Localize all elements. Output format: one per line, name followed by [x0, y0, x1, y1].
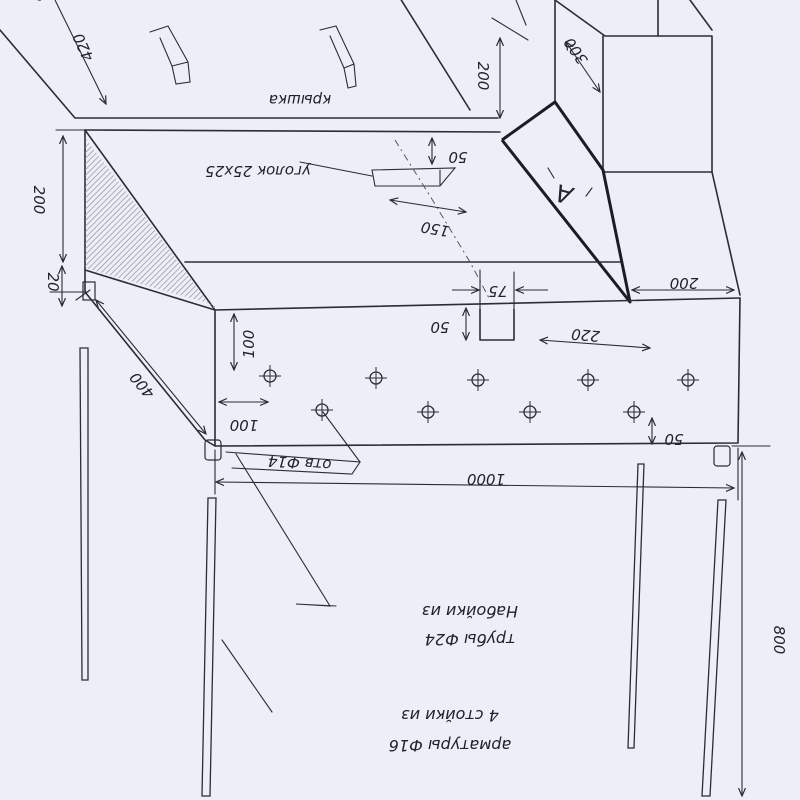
dim-box-height: 200 — [30, 129, 86, 262]
dim-slot-depth: 50 — [430, 308, 466, 340]
dim-length-label: 1000 — [467, 470, 505, 488]
dim-hole-row-gap: 50 — [652, 418, 684, 448]
leg-back-left — [79, 281, 96, 681]
caps-note: Набойки из трубы Ф24 — [422, 602, 518, 649]
caps-label-line2: трубы Ф24 — [425, 630, 516, 649]
legs-note: 4 стойки из арматуры Ф16 — [389, 706, 512, 755]
dim-lower-offset: 20 — [44, 266, 89, 306]
hole-note: отв Ф14 — [225, 411, 361, 475]
angle-note: уголок 25x25 — [205, 161, 373, 180]
chimney — [554, 0, 741, 296]
lid-handle-right — [319, 25, 357, 89]
hole-mark — [623, 401, 645, 423]
hole-mark — [467, 369, 489, 391]
legs — [79, 281, 731, 797]
view-a-label: A — [552, 178, 577, 210]
leg-front-right — [701, 445, 731, 797]
angle-label: уголок 25x25 — [205, 162, 312, 180]
hole-mark — [259, 365, 281, 387]
dim-lid-width: 420 — [54, 0, 106, 104]
cap-back-left — [82, 281, 96, 301]
dim-angle-offset-label: 50 — [448, 148, 467, 166]
dim-slot-to-edge-label: 220 — [571, 325, 601, 345]
dim-front-height: 100 — [234, 314, 258, 370]
hole-mark — [577, 369, 599, 391]
dim-slot-depth-label: 50 — [430, 318, 449, 336]
lid-handle-left — [149, 25, 191, 85]
dim-angle-offset: 50 — [432, 138, 468, 166]
dim-chimney-offset: 200 — [632, 274, 734, 292]
legs-label-line1: 4 стойки из — [401, 706, 499, 725]
lid-label: крышка — [269, 91, 331, 109]
hole-label: отв Ф14 — [267, 452, 332, 474]
dim-front-height-label: 100 — [240, 330, 258, 359]
hole-mark — [519, 401, 541, 423]
dim-depth-label: 400 — [126, 368, 158, 402]
dim-chimney-width: 300 — [560, 34, 600, 92]
dim-lid-width-label: 420 — [69, 30, 97, 64]
dim-slot-to-edge: 220 — [540, 325, 650, 348]
dim-lid-rise-label: 200 — [474, 62, 492, 91]
cap-front-right — [713, 445, 731, 467]
dim-hole-row-gap-label: 50 — [664, 430, 683, 448]
dim-slot-width-label: 75 — [488, 282, 507, 300]
hole-mark — [677, 369, 699, 391]
dim-chimney-offset-label: 200 — [670, 274, 699, 292]
leg-front-left — [201, 439, 222, 797]
hole-mark — [365, 367, 387, 389]
hole-mark — [417, 401, 439, 423]
dim-angle-length: 150 — [390, 200, 466, 240]
dim-hole-to-edge: 100 — [219, 402, 268, 434]
angle-bracket — [371, 167, 457, 187]
lid: крышка — [0, 0, 499, 119]
dim-leg-height: 800 — [731, 445, 788, 796]
dim-chimney-width-label: 300 — [560, 34, 591, 68]
grill-body — [84, 129, 741, 447]
dim-box-height-label: 200 — [30, 186, 48, 215]
caps-label-line1: Набойки из — [422, 602, 518, 621]
chimney-neck: A — [500, 100, 632, 304]
leg-back-right — [627, 463, 645, 749]
dim-lower-offset-label: 20 — [44, 272, 62, 291]
dim-slot-width: 75 — [452, 269, 548, 309]
hatched-side-wall — [85, 138, 215, 312]
legs-label-line2: арматуры Ф16 — [389, 736, 512, 755]
hole-mark — [311, 399, 333, 421]
dim-lid-rise: 200 — [474, 0, 529, 118]
dim-leg-height-label: 800 — [770, 626, 788, 655]
hole-pattern — [259, 365, 699, 423]
dim-angle-length-label: 150 — [419, 218, 450, 241]
air-slot — [479, 308, 515, 341]
dim-hole-to-edge-label: 100 — [230, 416, 259, 434]
cap-front-left — [204, 439, 222, 461]
